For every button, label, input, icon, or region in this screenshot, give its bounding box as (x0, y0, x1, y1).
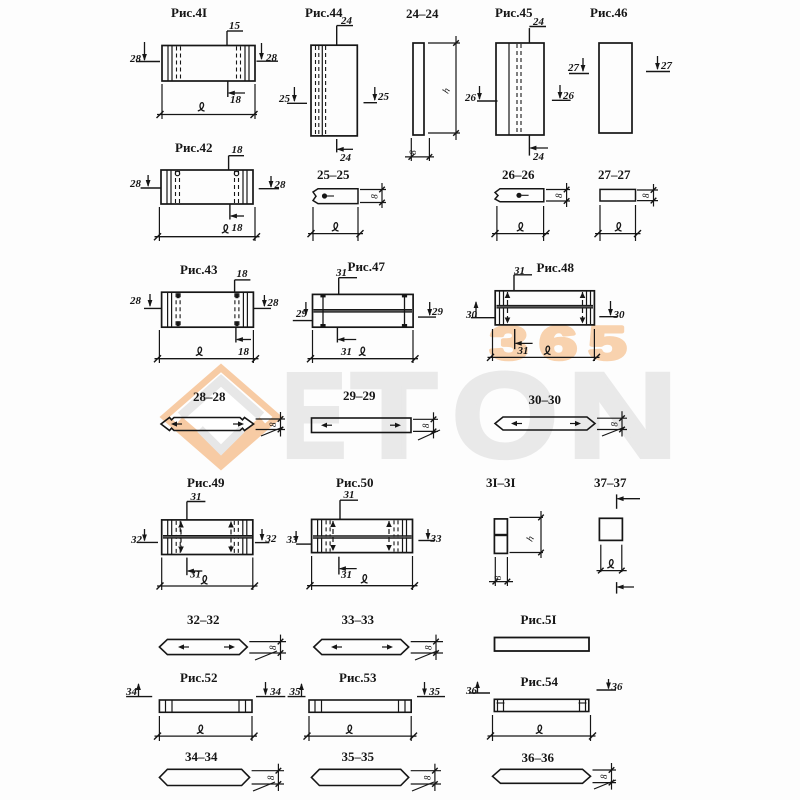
svg-text:Рис.47: Рис.47 (348, 259, 386, 274)
svg-text:36–36: 36–36 (522, 750, 555, 765)
svg-text:28: 28 (265, 52, 278, 64)
svg-text:Рис.44: Рис.44 (305, 5, 343, 20)
svg-text:18: 18 (230, 94, 242, 106)
svg-text:24–24: 24–24 (406, 6, 439, 21)
svg-text:Рис.50: Рис.50 (336, 475, 373, 490)
svg-text:31: 31 (340, 569, 352, 581)
svg-text:8: 8 (554, 193, 564, 198)
svg-text:E: E (282, 347, 346, 483)
svg-text:h: h (441, 86, 453, 95)
svg-text:8: 8 (422, 775, 432, 780)
svg-text:27–27: 27–27 (598, 167, 631, 182)
svg-text:34–34: 34–34 (185, 749, 218, 764)
svg-text:28: 28 (129, 178, 142, 190)
svg-text:Рис.54: Рис.54 (521, 674, 559, 689)
svg-text:25–25: 25–25 (317, 167, 350, 182)
svg-text:3I–3I: 3I–3I (486, 475, 516, 490)
svg-text:18: 18 (232, 222, 244, 234)
svg-text:h: h (525, 534, 537, 543)
svg-text:31: 31 (517, 345, 529, 357)
svg-text:8: 8 (424, 645, 434, 650)
svg-text:28: 28 (129, 295, 142, 307)
svg-text:25: 25 (278, 93, 291, 105)
svg-text:18: 18 (238, 346, 250, 358)
svg-text:33: 33 (430, 533, 443, 545)
svg-text:32–32: 32–32 (187, 612, 220, 627)
svg-text:31: 31 (340, 346, 352, 358)
svg-text:8: 8 (641, 193, 651, 198)
svg-text:8: 8 (421, 423, 431, 428)
svg-text:24: 24 (340, 15, 353, 27)
svg-text:8: 8 (266, 775, 276, 780)
svg-text:24: 24 (532, 16, 545, 28)
svg-text:26: 26 (562, 90, 575, 102)
svg-text:31: 31 (513, 265, 525, 277)
svg-text:27: 27 (660, 60, 673, 72)
svg-text:Рис.48: Рис.48 (537, 260, 575, 275)
svg-text:Рис.5I: Рис.5I (521, 612, 557, 627)
svg-text:34: 34 (125, 686, 138, 698)
svg-text:29–29: 29–29 (343, 388, 376, 403)
svg-text:Рис.4I: Рис.4I (171, 5, 207, 20)
svg-text:8: 8 (493, 575, 503, 580)
svg-text:36: 36 (465, 685, 478, 697)
svg-text:Рис.43: Рис.43 (180, 262, 218, 277)
svg-text:33–33: 33–33 (342, 612, 375, 627)
svg-text:26–26: 26–26 (502, 167, 535, 182)
svg-text:8: 8 (268, 422, 278, 427)
svg-text:32: 32 (130, 534, 143, 546)
svg-text:Рис.49: Рис.49 (187, 475, 225, 490)
svg-text:25: 25 (377, 91, 390, 103)
svg-text:35: 35 (289, 686, 302, 698)
svg-text:35: 35 (428, 686, 441, 698)
svg-text:30–30: 30–30 (529, 392, 562, 407)
svg-text:15: 15 (229, 20, 241, 32)
svg-text:35–35: 35–35 (342, 749, 375, 764)
svg-text:27: 27 (567, 62, 580, 74)
svg-text:8: 8 (599, 774, 609, 779)
svg-text:Рис.45: Рис.45 (495, 5, 533, 20)
svg-text:8: 8 (408, 150, 418, 155)
svg-text:31: 31 (189, 569, 201, 581)
svg-text:28: 28 (129, 53, 142, 65)
svg-text:31: 31 (343, 489, 355, 501)
svg-text:Рис.53: Рис.53 (339, 670, 377, 685)
svg-text:34: 34 (269, 686, 282, 698)
svg-text:30: 30 (613, 309, 626, 321)
svg-text:8: 8 (370, 194, 380, 199)
svg-text:26: 26 (464, 92, 477, 104)
svg-text:37–37: 37–37 (594, 475, 627, 490)
svg-text:18: 18 (237, 268, 249, 280)
svg-text:N: N (567, 347, 678, 483)
svg-text:29: 29 (431, 306, 444, 318)
svg-text:18: 18 (232, 144, 244, 156)
svg-text:T: T (351, 347, 437, 483)
svg-text:36: 36 (611, 681, 624, 693)
svg-text:28–28: 28–28 (193, 389, 226, 404)
svg-text:24: 24 (532, 151, 545, 163)
svg-text:Рис.46: Рис.46 (590, 5, 628, 20)
svg-text:24: 24 (339, 152, 352, 164)
svg-text:Рис.42: Рис.42 (175, 140, 212, 155)
svg-text:O: O (452, 347, 558, 483)
svg-text:31: 31 (190, 491, 202, 503)
svg-text:Рис.52: Рис.52 (180, 670, 217, 685)
svg-text:28: 28 (267, 297, 280, 309)
svg-text:31: 31 (335, 267, 347, 279)
svg-text:8: 8 (268, 645, 278, 650)
svg-text:8: 8 (610, 422, 620, 427)
